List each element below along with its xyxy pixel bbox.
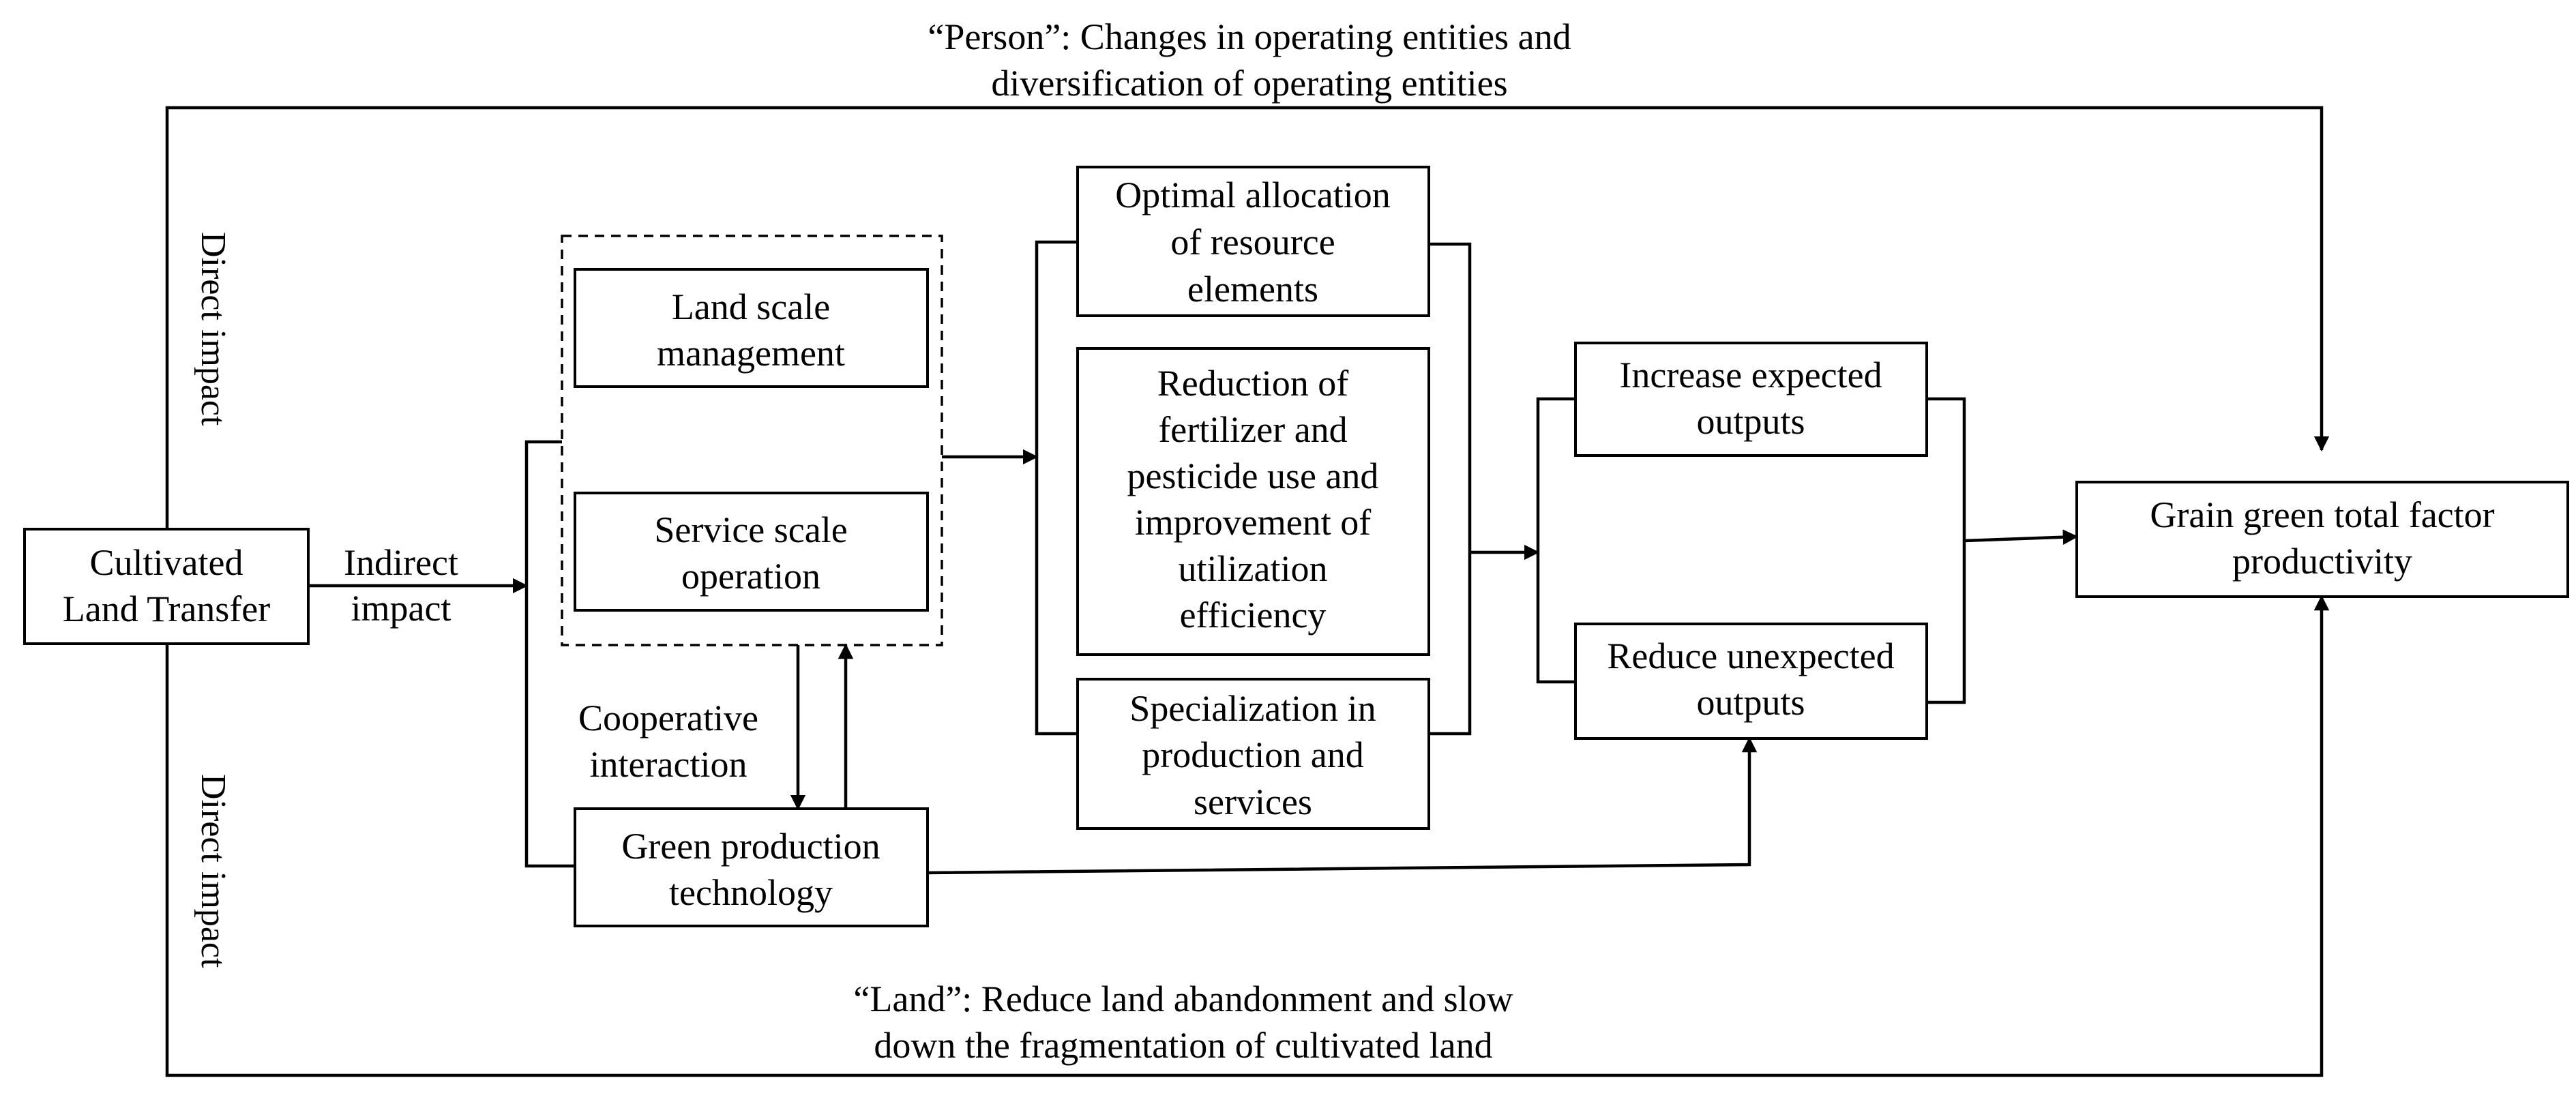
cooperative-interaction-label: Cooperative interaction	[578, 698, 758, 785]
svg-text:services: services	[1194, 781, 1312, 822]
svg-text:impact: impact	[351, 588, 451, 629]
direct-impact-lower-label: Direct impact	[194, 774, 233, 968]
svg-text:improvement of: improvement of	[1135, 502, 1371, 543]
service-scale-operation-box: Service scale operation	[574, 492, 929, 612]
svg-text:operation: operation	[681, 556, 820, 597]
specialization-box: Specialization in production and service…	[1076, 678, 1430, 830]
middle-bracket-right	[1429, 242, 1472, 736]
top-annotation: “Person”: Changes in operating entities …	[928, 16, 1571, 104]
svg-text:pesticide use and: pesticide use and	[1127, 455, 1379, 496]
top-label-line-2: diversification of operating entities	[991, 63, 1507, 104]
svg-text:Reduce unexpected: Reduce unexpected	[1607, 636, 1894, 676]
reduce-unexpected-outputs-box: Reduce unexpected outputs	[1574, 623, 1928, 740]
source-line-2: Land Transfer	[63, 588, 270, 629]
svg-text:Service scale: Service scale	[654, 509, 847, 550]
left-bracket	[524, 440, 575, 868]
bottom-annotation: “Land”: Reduce land abandonment and slow…	[853, 978, 1513, 1066]
svg-text:outputs: outputs	[1696, 401, 1805, 442]
svg-text:Optimal allocation: Optimal allocation	[1115, 175, 1390, 215]
svg-text:Indirect: Indirect	[344, 542, 458, 583]
svg-text:elements: elements	[1187, 269, 1318, 310]
increase-expected-outputs-box: Increase expected outputs	[1574, 342, 1928, 457]
reduction-fertilizer-box: Reduction of fertilizer and pesticide us…	[1076, 347, 1430, 656]
svg-text:productivity: productivity	[2232, 541, 2412, 582]
svg-text:Reduction of: Reduction of	[1157, 363, 1348, 404]
svg-text:interaction: interaction	[590, 744, 747, 785]
svg-text:technology: technology	[669, 872, 833, 913]
indirect-impact-label: Indirect impact	[344, 542, 458, 629]
svg-text:efficiency: efficiency	[1180, 595, 1327, 636]
svg-text:outputs: outputs	[1696, 682, 1805, 723]
svg-text:Cooperative: Cooperative	[578, 698, 758, 738]
bottom-label-line-2: down the fragmentation of cultivated lan…	[874, 1025, 1492, 1066]
bottom-label-line-1: “Land”: Reduce land abandonment and slow	[853, 978, 1513, 1019]
outputs-to-target-arrow	[1964, 529, 2079, 545]
svg-text:Increase expected: Increase expected	[1619, 355, 1882, 395]
source-line-1: Cultivated	[90, 542, 243, 583]
cultivated-land-transfer-box: Cultivated Land Transfer	[23, 528, 310, 645]
grain-green-tfp-box: Grain green total factor productivity	[2075, 481, 2569, 598]
middle-bracket-left	[1035, 240, 1078, 736]
top-label-line-1: “Person”: Changes in operating entities …	[928, 16, 1571, 57]
svg-text:management: management	[657, 333, 845, 374]
svg-text:Grain green total factor: Grain green total factor	[2150, 494, 2494, 535]
svg-text:utilization: utilization	[1179, 548, 1328, 589]
green-production-technology-box: Green production technology	[574, 807, 929, 927]
land-scale-management-box: Land scale management	[574, 268, 929, 388]
svg-text:Specialization in: Specialization in	[1129, 688, 1376, 729]
direct-impact-upper-label: Direct impact	[194, 232, 233, 426]
optimal-allocation-box: Optimal allocation of resource elements	[1076, 166, 1430, 317]
outer-frame	[165, 106, 2330, 1077]
outputs-bracket-left	[1536, 397, 1575, 684]
svg-text:Green production: Green production	[621, 826, 880, 867]
svg-text:production and: production and	[1142, 734, 1363, 775]
svg-text:of resource: of resource	[1170, 222, 1335, 263]
outputs-bracket-right	[1927, 397, 1966, 704]
svg-text:Land scale: Land scale	[672, 286, 830, 327]
green-tech-to-reduce-arrow	[927, 736, 1758, 875]
svg-text:fertilizer and: fertilizer and	[1158, 409, 1347, 450]
